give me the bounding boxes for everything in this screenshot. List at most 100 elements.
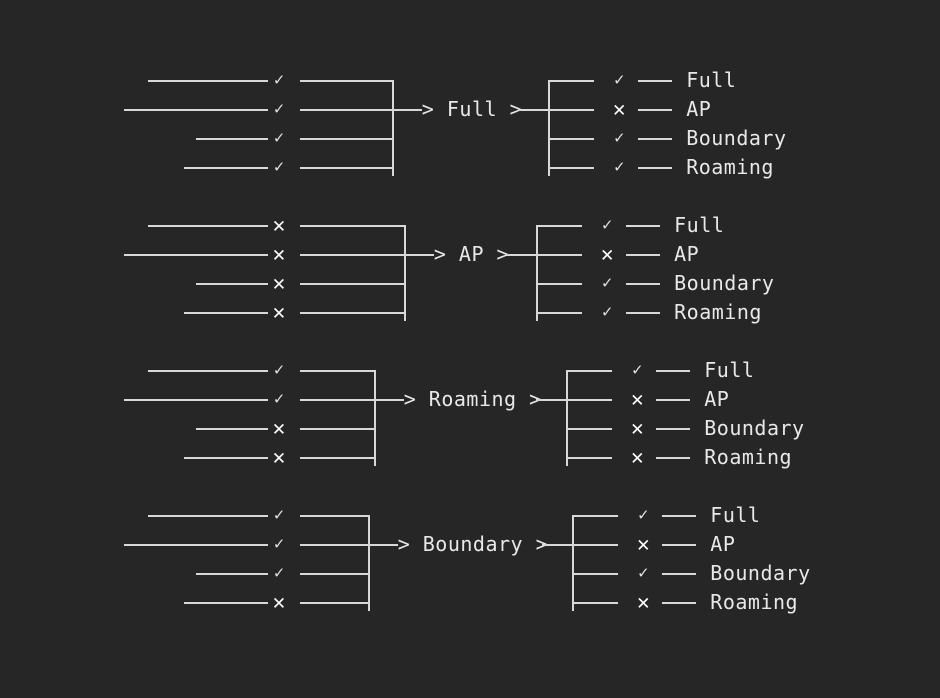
output-connector-line bbox=[656, 399, 691, 401]
input-row bbox=[78, 211, 268, 240]
input-connector-line bbox=[184, 167, 268, 169]
output-mark-yes: ✓ bbox=[602, 215, 613, 235]
output-bracket-stub bbox=[548, 138, 595, 140]
center-arrow-shaft bbox=[367, 544, 398, 546]
output-mark-no: ✕ bbox=[612, 97, 626, 121]
output-label: Roaming bbox=[674, 300, 762, 324]
input-row bbox=[78, 443, 268, 472]
output-mark-no: ✕ bbox=[600, 242, 614, 266]
output-connector-line bbox=[656, 370, 691, 372]
input-bracket-spine bbox=[373, 370, 376, 466]
output-row: ✓ Boundary bbox=[596, 269, 826, 298]
output-bracket-spine bbox=[536, 225, 539, 321]
output-label: Roaming bbox=[686, 155, 774, 179]
decision-group: ✓✓✓✓> Full >✓Full✕AP✓Boundary✓Roaming bbox=[0, 66, 940, 212]
input-bracket-stub bbox=[300, 283, 406, 285]
input-bracket-stub bbox=[300, 138, 394, 140]
decision-group: ✕ ✕ ✕ ✕ > AP > ✓ Full ✕AP ✓ Boundary ✓ Roaming bbox=[0, 211, 940, 357]
center-arrow-shaft bbox=[391, 109, 422, 111]
input-bracket-spine bbox=[391, 80, 394, 176]
input-mark-yes: ✓ bbox=[273, 505, 285, 525]
input-connector-line bbox=[148, 515, 268, 517]
output-bracket-stub bbox=[536, 283, 583, 285]
output-bracket-spine bbox=[548, 80, 551, 176]
input-row bbox=[78, 501, 268, 530]
output-bracket-spine bbox=[572, 515, 575, 611]
input-mark-no: ✕ bbox=[272, 242, 286, 266]
output-row: ✓ Roaming bbox=[596, 298, 826, 327]
output-mark-yes: ✓ bbox=[614, 70, 625, 90]
input-mark-no: ✕ bbox=[272, 590, 286, 614]
input-mark-yes: ✓ bbox=[273, 534, 285, 554]
decision-group: ✓✓✓✕> Boundary >✓Full✕AP✓Boundary✕Roamin… bbox=[0, 501, 940, 647]
output-bracket-stub bbox=[566, 457, 613, 459]
input-bracket-stub bbox=[300, 573, 370, 575]
output-row: ✓ Full bbox=[596, 211, 826, 240]
input-bracket-stub bbox=[300, 312, 406, 314]
input-bracket-stub bbox=[300, 602, 370, 604]
input-mark-yes: ✓ bbox=[273, 360, 285, 380]
input-row bbox=[78, 559, 268, 588]
input-list bbox=[78, 66, 268, 190]
input-row bbox=[78, 385, 268, 414]
input-mark-yes: ✓ bbox=[273, 128, 285, 148]
input-row bbox=[78, 95, 268, 124]
output-connector-line bbox=[626, 254, 661, 256]
output-mark-yes: ✓ bbox=[614, 128, 625, 148]
input-mark-no: ✕ bbox=[272, 416, 286, 440]
output-connector-line bbox=[656, 457, 691, 459]
input-list bbox=[78, 501, 268, 625]
output-row: ✓ Full bbox=[608, 66, 838, 95]
input-connector-line bbox=[124, 254, 268, 256]
output-label: Full bbox=[704, 358, 755, 382]
output-label: Full bbox=[674, 213, 725, 237]
input-mark-yes: ✓ bbox=[273, 157, 285, 177]
center-node-label: > AP > bbox=[433, 242, 510, 266]
input-connector-line bbox=[196, 283, 268, 285]
input-row bbox=[78, 298, 268, 327]
output-bracket-stub bbox=[566, 370, 613, 372]
output-mark-yes: ✓ bbox=[602, 273, 613, 293]
input-connector-line bbox=[148, 80, 268, 82]
output-connector-line bbox=[662, 573, 697, 575]
output-label: AP bbox=[710, 532, 736, 556]
output-row: ✕AP bbox=[596, 240, 826, 269]
input-bracket-stub bbox=[300, 515, 370, 517]
output-row: ✓Full bbox=[626, 356, 856, 385]
center-arrow-shaft bbox=[403, 254, 434, 256]
input-list bbox=[78, 211, 268, 335]
output-mark-no: ✕ bbox=[630, 416, 644, 440]
output-connector-line bbox=[638, 167, 673, 169]
input-connector-line bbox=[148, 225, 268, 227]
output-bracket-stub bbox=[566, 428, 613, 430]
input-mark-no: ✕ bbox=[272, 445, 286, 469]
output-mark-no: ✕ bbox=[630, 445, 644, 469]
input-bracket-stub bbox=[300, 544, 370, 546]
output-connector-line bbox=[656, 428, 691, 430]
input-bracket-stub bbox=[300, 109, 394, 111]
output-row: ✓Roaming bbox=[608, 153, 838, 182]
output-bracket-stub bbox=[536, 225, 583, 227]
input-row bbox=[78, 124, 268, 153]
output-mark-yes: ✓ bbox=[638, 563, 649, 583]
center-to-output-line bbox=[506, 254, 537, 256]
input-connector-line bbox=[124, 544, 268, 546]
input-mark-no: ✕ bbox=[272, 271, 286, 295]
input-mark-no: ✕ bbox=[272, 300, 286, 324]
output-mark-no: ✕ bbox=[630, 387, 644, 411]
input-mark-yes: ✓ bbox=[273, 389, 285, 409]
output-label: Boundary bbox=[674, 271, 775, 295]
input-connector-line bbox=[184, 312, 268, 314]
output-label: AP bbox=[704, 387, 730, 411]
input-bracket-stub bbox=[300, 370, 376, 372]
output-label: Full bbox=[686, 68, 737, 92]
output-mark-yes: ✓ bbox=[602, 302, 613, 322]
output-connector-line bbox=[638, 80, 673, 82]
input-bracket-stub bbox=[300, 225, 406, 227]
input-bracket-spine bbox=[367, 515, 370, 611]
input-connector-line bbox=[148, 370, 268, 372]
output-bracket-stub bbox=[548, 109, 595, 111]
output-connector-line bbox=[626, 312, 661, 314]
output-bracket-spine bbox=[566, 370, 569, 466]
center-node-label: > Roaming > bbox=[403, 387, 542, 411]
